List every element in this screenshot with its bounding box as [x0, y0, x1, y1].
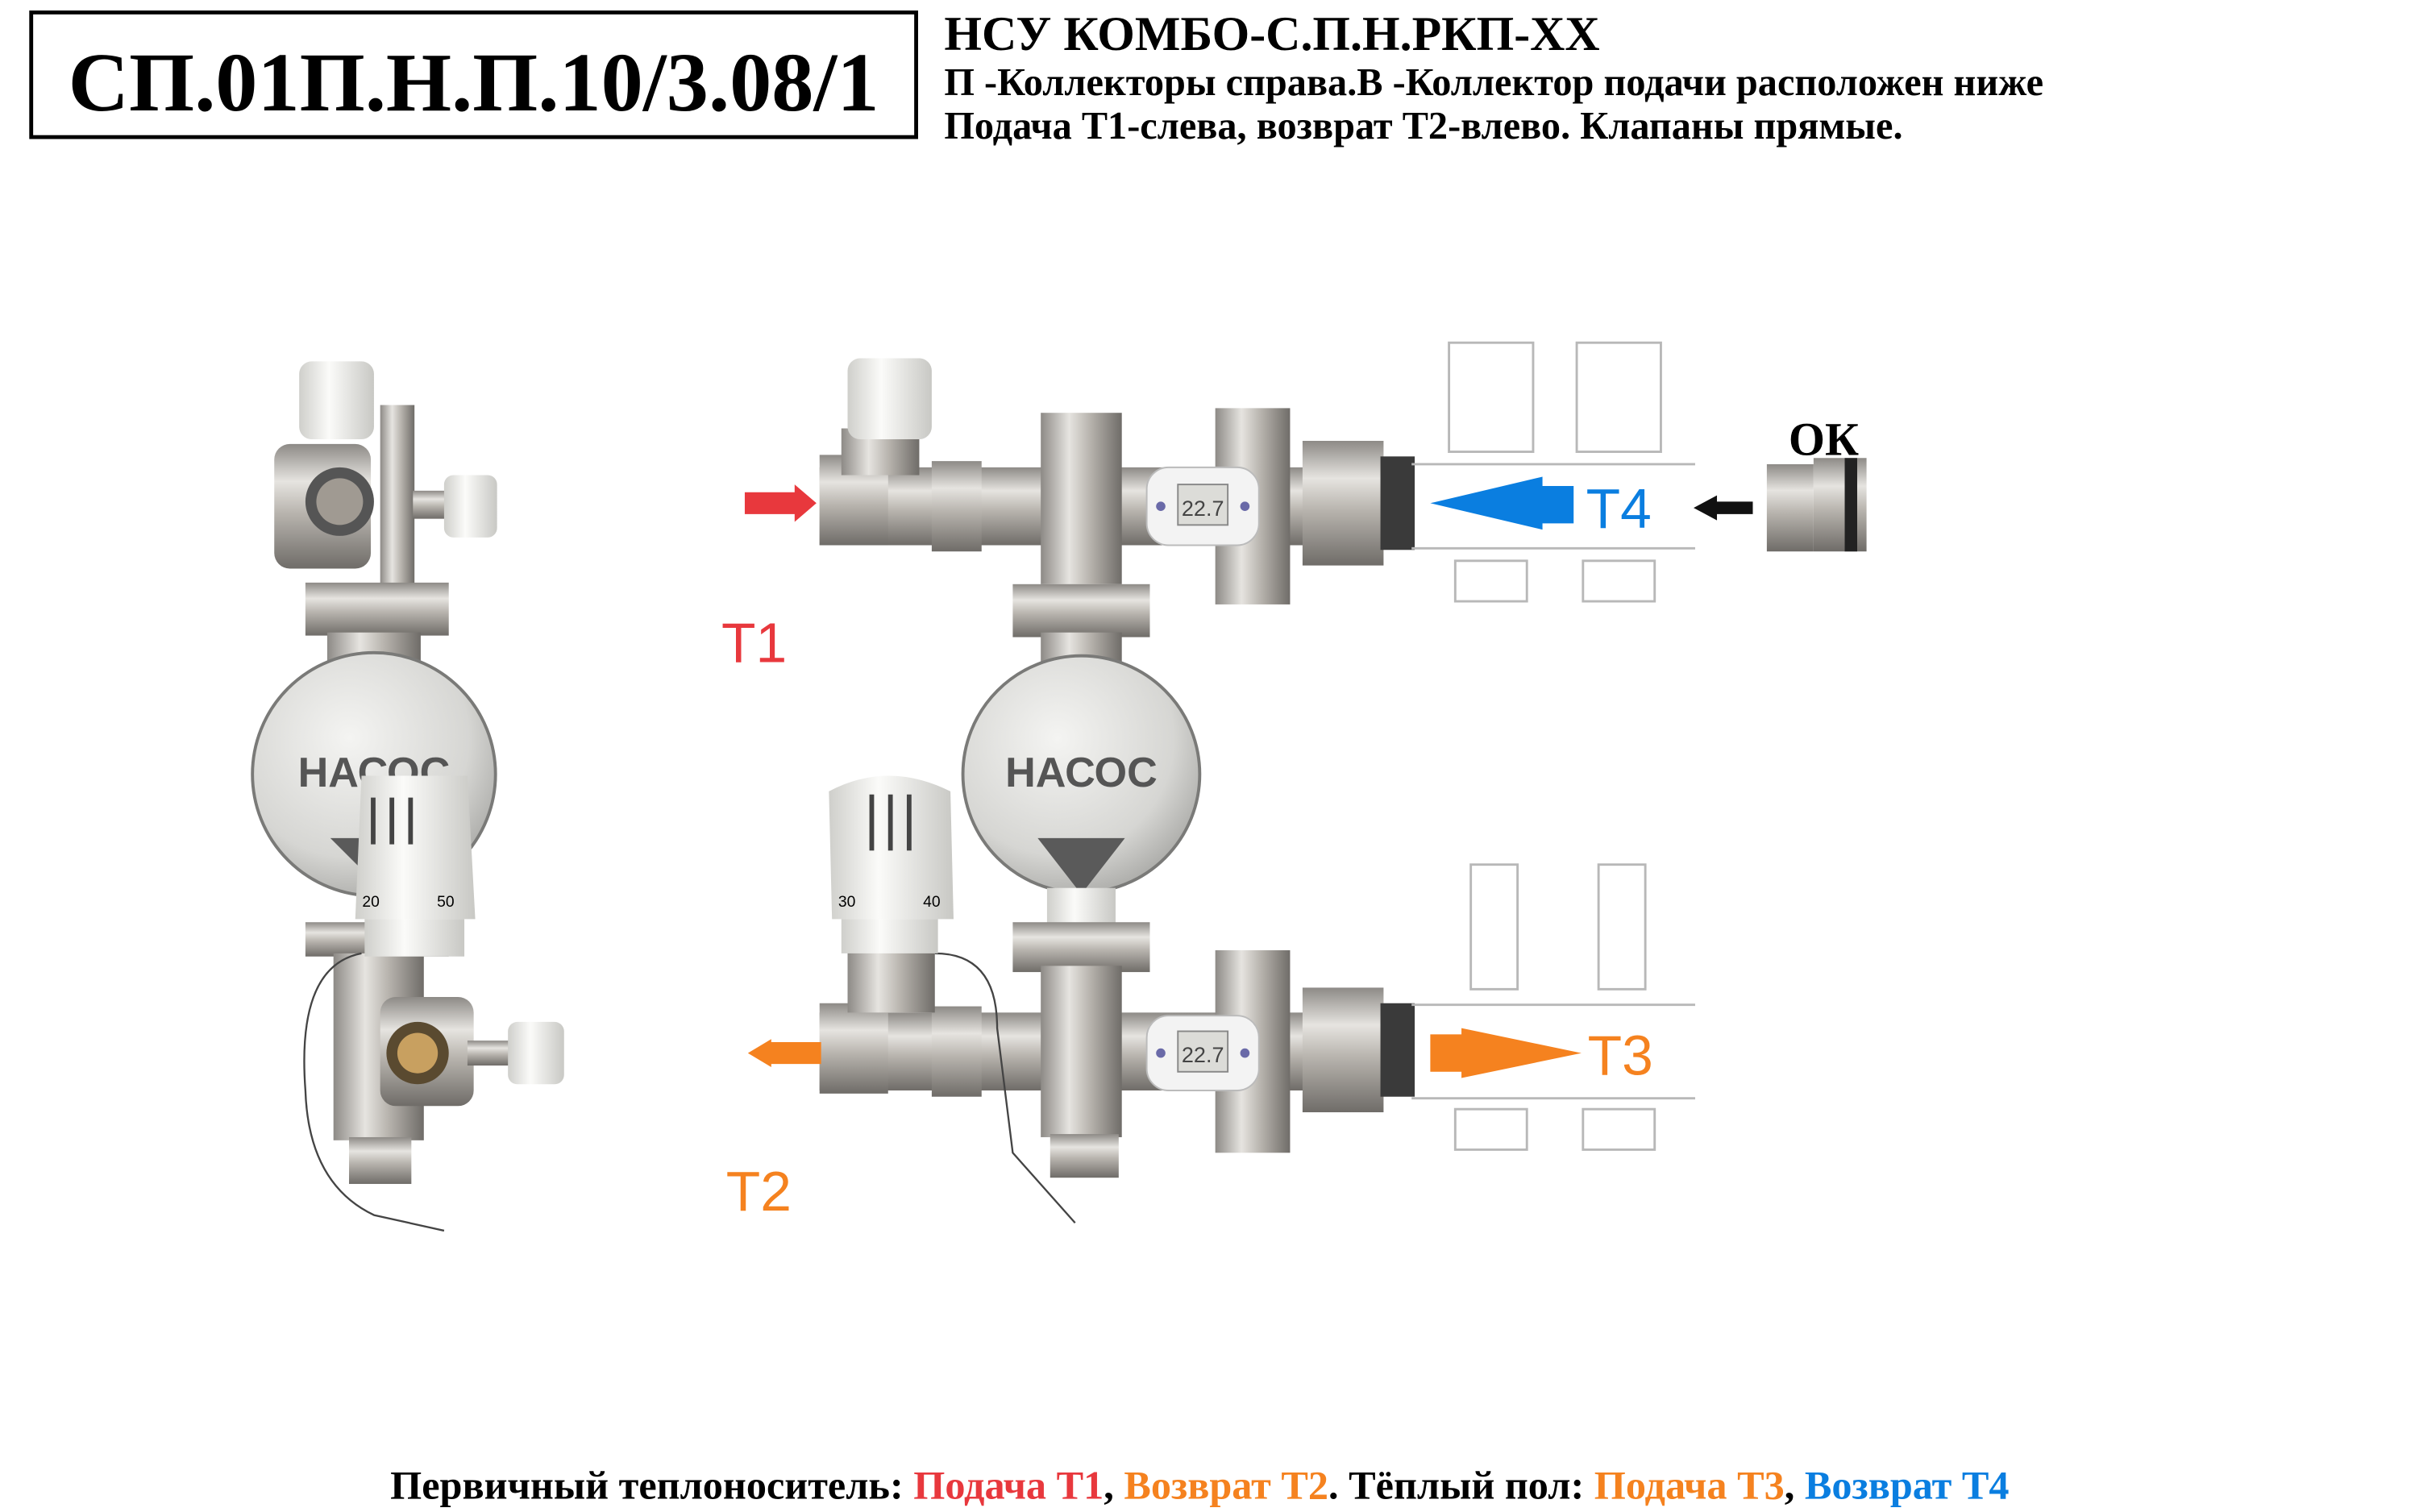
legend-t2: Возврат Т2	[1124, 1462, 1328, 1507]
left-thermostat-max: 50	[437, 894, 454, 911]
code-box	[29, 10, 918, 139]
center-thermostat-max: 40	[923, 894, 940, 911]
t3-supply-arrow	[1430, 1028, 1582, 1078]
label-t1: T1	[721, 611, 787, 674]
label-t3: T3	[1588, 1024, 1653, 1087]
description-line-2: Подача Т1-слева, возврат Т2-влево. Клапа…	[944, 105, 1902, 147]
scheme-code: СП.01П.Н.П.10/3.08/1	[69, 35, 879, 129]
left-thermostat	[355, 775, 476, 920]
pump-center-label: НАСОС	[1005, 750, 1158, 796]
thermometer-bottom-reading: 22.7	[1182, 1043, 1224, 1067]
t1-supply-arrow	[744, 484, 817, 522]
left-thermostat-min: 20	[362, 894, 379, 911]
flow-direction-icon	[1037, 837, 1125, 895]
description-line-1: П -Коллекторы справа.В -Коллектор подачи…	[944, 61, 2043, 104]
label-t4: T4	[1586, 477, 1652, 540]
legend: Первичный теплоноситель: Подача Т1, Возв…	[390, 1462, 2009, 1507]
thermometer-top-reading: 22.7	[1182, 496, 1224, 521]
legend-sep: ,	[1785, 1462, 1805, 1507]
t4-return-arrow	[1430, 476, 1574, 530]
valve-cap-icon	[299, 361, 374, 440]
legend-primary: Первичный теплоноситель:	[390, 1462, 913, 1507]
sensor-cap-icon	[443, 475, 497, 538]
floor-manifolds	[1411, 341, 1695, 1151]
center-thermostat-min: 30	[838, 894, 855, 911]
end-cap	[1766, 458, 1867, 552]
mixing-unit: 22.7 НАСОС 22.7 30 40	[819, 358, 1415, 1224]
product-title: НСУ КОМБО-С.П.Н.РКП-ХХ	[944, 7, 1599, 60]
side-view-unit: НАСОС 20 50	[251, 361, 564, 1232]
legend-sep: ,	[1104, 1462, 1124, 1507]
label-t2: T2	[726, 1160, 792, 1223]
legend-t4: Возврат Т4	[1805, 1462, 2010, 1507]
legend-t1: Подача Т1	[913, 1462, 1104, 1507]
legend-t3: Подача Т3	[1594, 1462, 1785, 1507]
top-valve-cap	[847, 358, 932, 440]
t2-return-arrow	[747, 1039, 821, 1067]
label-ok: ОК	[1789, 413, 1859, 465]
legend-floor: . Тёплый пол:	[1328, 1462, 1594, 1507]
ok-arrow	[1694, 495, 1753, 521]
